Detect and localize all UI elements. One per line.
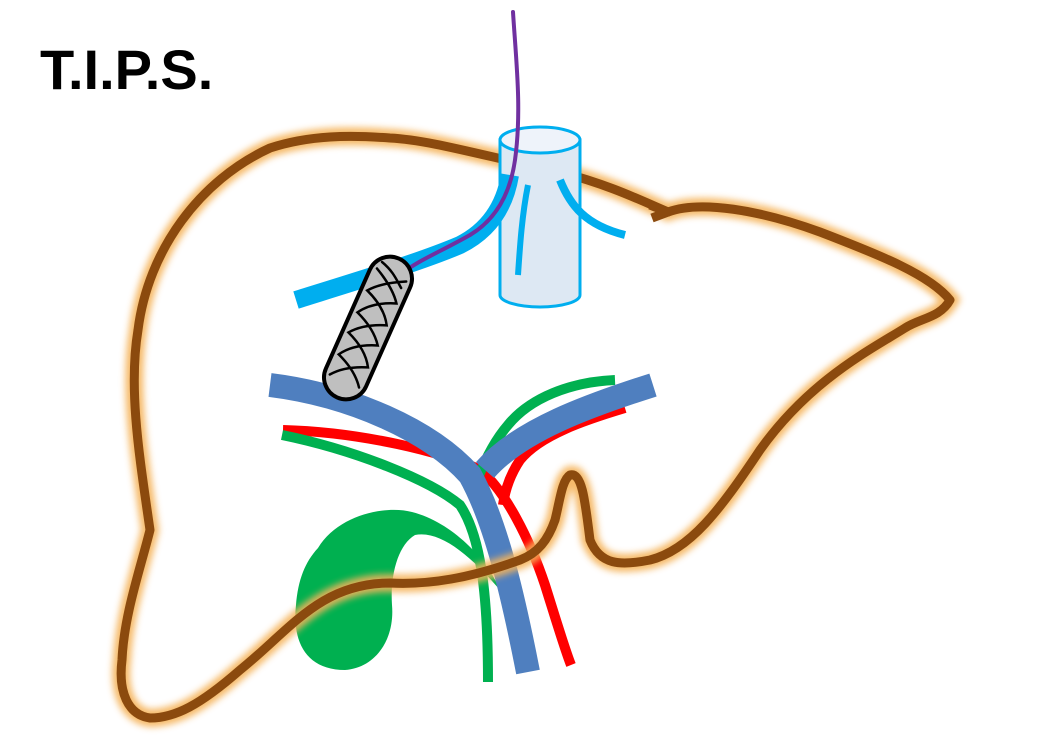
tips-stent — [322, 254, 414, 402]
diagram-title: T.I.P.S. — [40, 38, 214, 101]
liver-notch — [648, 200, 673, 223]
bile-duct — [280, 430, 493, 683]
middle-hepatic-vein — [515, 184, 531, 276]
guidewire-catheter — [401, 10, 521, 275]
gallbladder — [295, 509, 500, 670]
stent-mesh — [328, 260, 408, 389]
left-hepatic-vein — [556, 178, 627, 239]
inferior-vena-cava — [498, 125, 582, 309]
portal-vein-right-branch — [475, 373, 657, 479]
